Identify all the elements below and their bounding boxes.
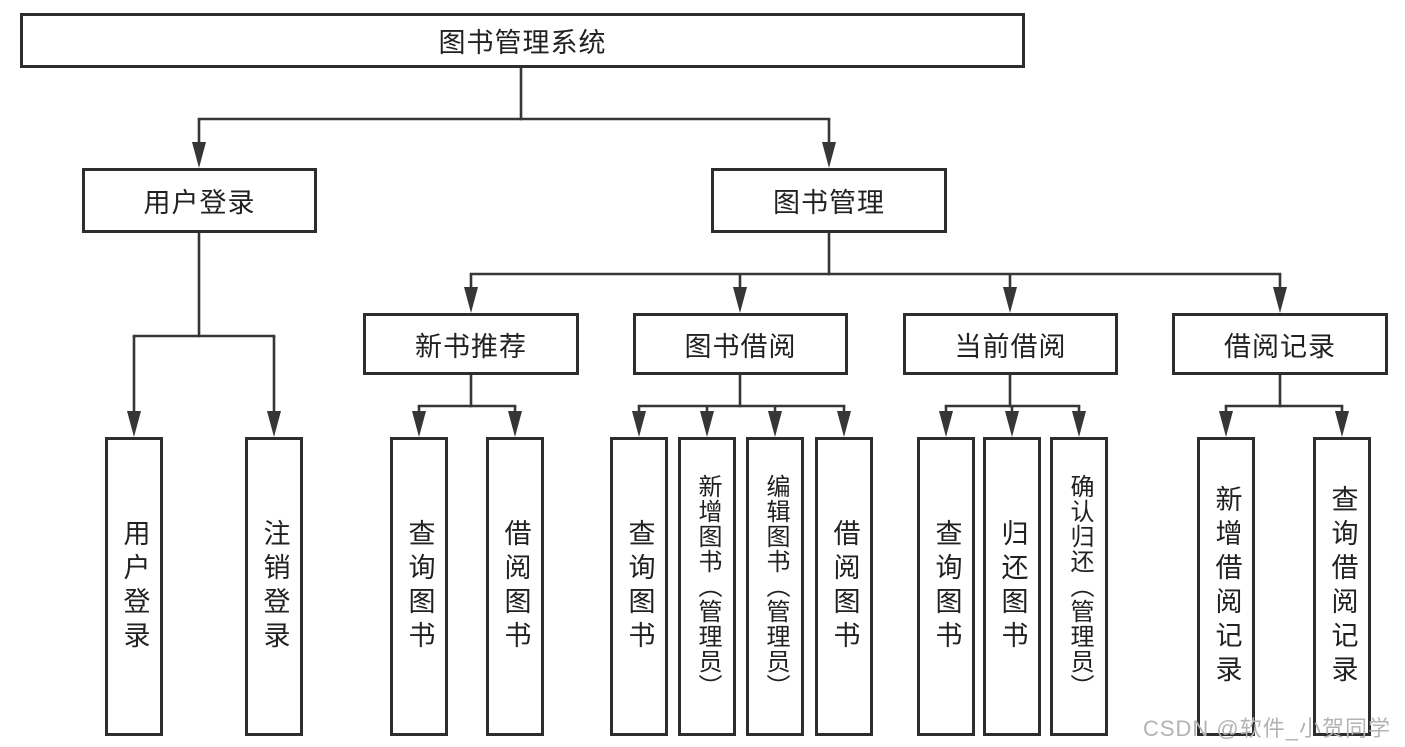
node-label: 确认归还（管理员） (1066, 474, 1093, 699)
node-leaf-borrow-book-2: 借阅图书 (815, 437, 873, 736)
node-leaf-add-book-admin: 新增图书（管理员） (678, 437, 736, 736)
node-current-borrow: 当前借阅 (903, 313, 1118, 375)
node-label: 查询图书 (931, 518, 962, 655)
node-borrow-records: 借阅记录 (1172, 313, 1388, 375)
arrow-head (1005, 411, 1019, 437)
arrow-head (508, 411, 522, 437)
arrow-head (733, 287, 747, 313)
node-leaf-borrow-book-1: 借阅图书 (486, 437, 544, 736)
arrow-head (1003, 287, 1017, 313)
node-leaf-return-book: 归还图书 (983, 437, 1041, 736)
node-root-system: 图书管理系统 (20, 13, 1025, 68)
node-leaf-query-borrow-record: 查询借阅记录 (1313, 437, 1371, 736)
arrow-head (700, 411, 714, 437)
node-label: 注销登录 (259, 518, 290, 655)
node-label: 编辑图书（管理员） (762, 474, 789, 699)
node-user-login: 用户登录 (82, 168, 317, 233)
node-label: 查询借阅记录 (1327, 484, 1358, 689)
arrow-head (632, 411, 646, 437)
node-leaf-query-book-1: 查询图书 (390, 437, 448, 736)
arrow-head (939, 411, 953, 437)
arrow-head (127, 411, 141, 437)
node-leaf-add-borrow-record: 新增借阅记录 (1197, 437, 1255, 736)
node-label: 归还图书 (997, 518, 1028, 655)
node-leaf-query-book-2: 查询图书 (610, 437, 668, 736)
node-new-book-recommend: 新书推荐 (363, 313, 579, 375)
arrow-head (1072, 411, 1086, 437)
node-leaf-query-book-3: 查询图书 (917, 437, 975, 736)
arrow-head (1273, 287, 1287, 313)
node-book-management: 图书管理 (711, 168, 947, 233)
watermark: CSDN @软件_小贺同学 (1142, 716, 1391, 741)
arrow-head (768, 411, 782, 437)
node-label: 用户登录 (119, 518, 150, 655)
arrow-head (267, 411, 281, 437)
node-book-borrow: 图书借阅 (633, 313, 848, 375)
node-leaf-user-login: 用户登录 (105, 437, 163, 736)
arrow-head (464, 287, 478, 313)
node-leaf-logout: 注销登录 (245, 437, 303, 736)
node-label: 新增借阅记录 (1211, 484, 1242, 689)
node-label: 借阅图书 (829, 518, 860, 655)
node-leaf-edit-book-admin: 编辑图书（管理员） (746, 437, 804, 736)
arrow-head (412, 411, 426, 437)
node-label: 新增图书（管理员） (694, 474, 721, 699)
node-label: 查询图书 (404, 518, 435, 655)
arrow-head (192, 142, 206, 168)
arrow-head (1219, 411, 1233, 437)
arrow-head (822, 142, 836, 168)
arrow-head (837, 411, 851, 437)
node-label: 借阅图书 (500, 518, 531, 655)
arrow-head (1335, 411, 1349, 437)
node-label: 查询图书 (624, 518, 655, 655)
node-leaf-confirm-return-admin: 确认归还（管理员） (1050, 437, 1108, 736)
